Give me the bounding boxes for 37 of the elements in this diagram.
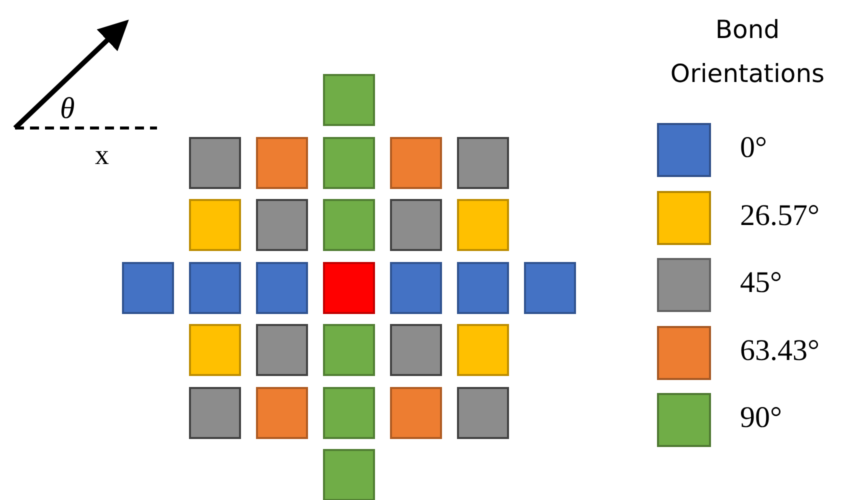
- grid-square: [189, 324, 241, 376]
- legend-label: 45°: [740, 266, 782, 300]
- grid-square: [256, 136, 308, 188]
- grid-square: [457, 262, 509, 314]
- grid-square: [189, 136, 241, 188]
- legend-label: 90°: [740, 401, 782, 435]
- grid-square: [323, 136, 375, 188]
- grid-square: [323, 199, 375, 251]
- grid-square: [390, 386, 442, 438]
- grid-square: [457, 386, 509, 438]
- legend-label: 63.43°: [740, 334, 820, 368]
- grid-square: [189, 386, 241, 438]
- grid-square: [390, 136, 442, 188]
- grid-square: [189, 199, 241, 251]
- grid-square: [122, 262, 174, 314]
- grid-square: [256, 199, 308, 251]
- grid-square: [457, 136, 509, 188]
- grid-square: [524, 262, 576, 314]
- grid-square: [256, 386, 308, 438]
- legend-title: Bond Orientations: [669, 14, 826, 90]
- grid-square: [323, 386, 375, 438]
- legend-label: 0°: [740, 131, 767, 165]
- grid-square: [323, 449, 375, 500]
- axis-label: x: [95, 140, 109, 172]
- grid-square: [189, 262, 241, 314]
- grid-square: [256, 324, 308, 376]
- grid-square: [323, 74, 375, 126]
- center-square: [323, 262, 375, 314]
- theta-label: θ: [60, 92, 75, 126]
- grid-square: [256, 262, 308, 314]
- grid-square: [457, 324, 509, 376]
- legend-label: 26.57°: [740, 198, 820, 232]
- grid-square: [457, 199, 509, 251]
- grid-square: [390, 199, 442, 251]
- grid-square: [323, 324, 375, 376]
- grid-square: [390, 262, 442, 314]
- grid-square: [390, 324, 442, 376]
